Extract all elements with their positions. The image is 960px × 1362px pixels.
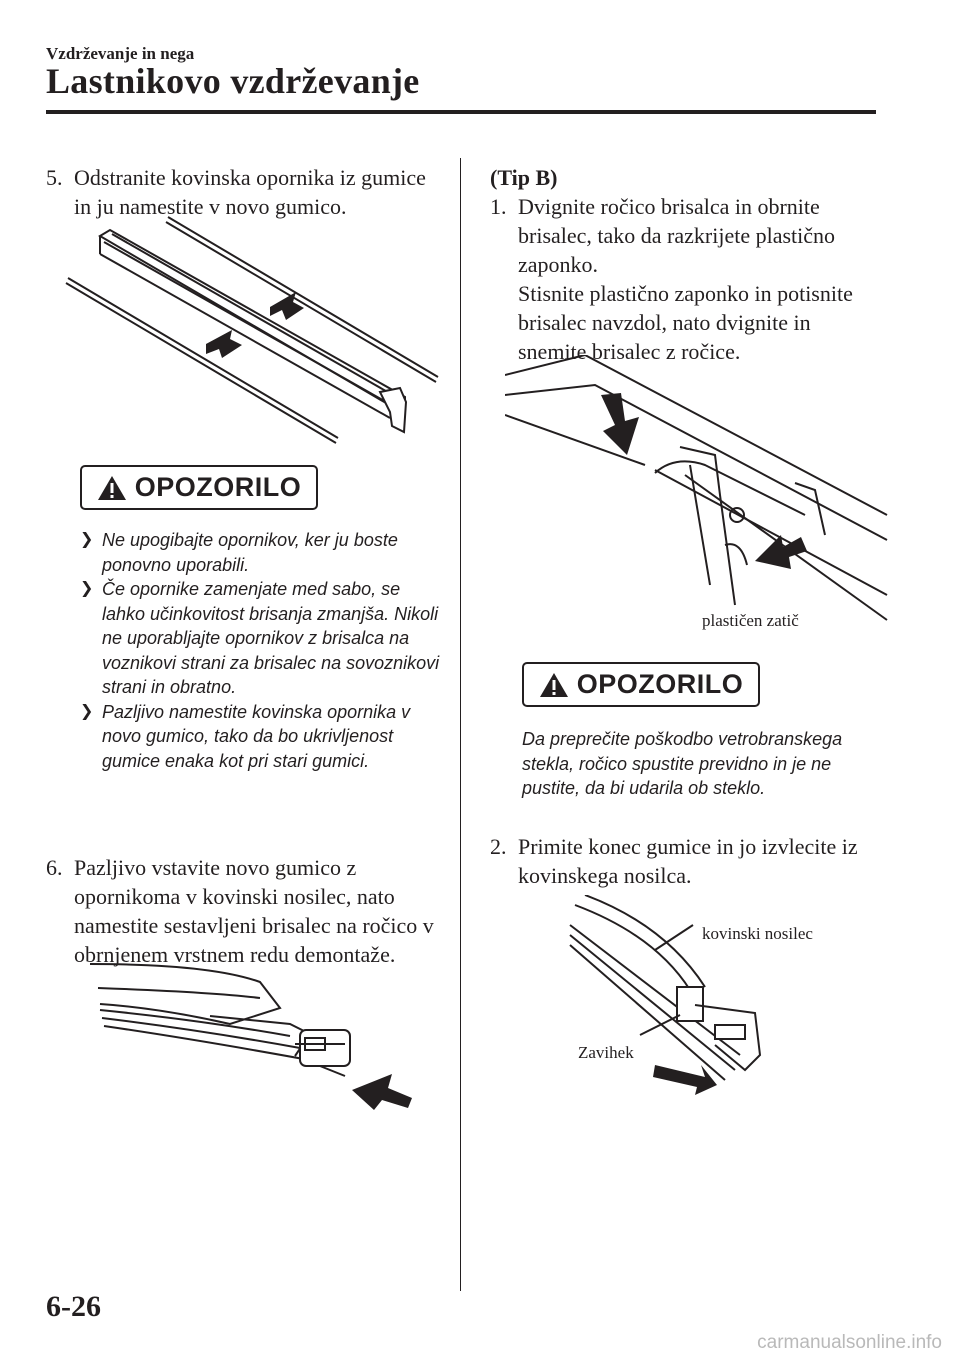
holder-label: kovinski nosilec [702,924,813,943]
figure-strips-illustration [65,216,439,444]
step-text: Primite konec gumice in jo izvlecite iz … [518,834,858,888]
direction-arrow-icon [352,1074,412,1110]
step-text-continued: Stisnite plastično zaponko in potisnite … [518,281,853,364]
step-2: 2. Primite konec gumice in jo izvlecite … [490,832,880,890]
warning-label: OPOZORILO [576,669,744,699]
step-number: 2. [490,834,507,859]
warning-box: OPOZORILO [522,662,760,707]
step-number: 6. [46,855,63,880]
direction-arrow-icon [653,1065,717,1095]
warning-bullets: ❯ Ne upogibajte opornikov, ker ju boste … [80,528,440,773]
figure-pull-illustration [569,895,762,1095]
bullet-text: Pazljivo namestite kovinska opornika v n… [102,701,411,771]
bullet-text: Če opornike zamenjate med sabo, se lahko… [102,579,440,697]
title-rule [46,110,876,114]
warning-triangle-icon [97,475,126,500]
triangle-bullet-icon: ❯ [80,580,94,597]
triangle-bullet-icon: ❯ [80,702,94,720]
step-6: 6. Pazljivo vstavite novo gumico z oporn… [46,853,446,969]
triangle-bullet-icon: ❯ [80,531,94,548]
warning-text: Da preprečite poškodbo vetrobranskega st… [522,729,843,798]
warning-triangle-icon [539,672,568,697]
warning-bullet: ❯ Pazljivo namestite kovinska opornika v… [80,700,440,774]
watermark: carmanualsonline.info [757,1332,942,1353]
section-label: Vzdrževanje in nega [46,44,195,63]
step-number: 1. [490,194,507,219]
warning-label: OPOZORILO [134,472,302,502]
tab-label: Zavihek [578,1043,634,1062]
step-number: 5. [46,165,63,190]
page-number: 6-26 [46,1290,101,1323]
step-text: Pazljivo vstavite novo gumico z oporniko… [74,855,434,967]
tip-b-heading: (Tip B) [490,165,558,190]
step-text: Dvignite ročico brisalca in obrnite bris… [518,194,836,277]
page-title: Lastnikovo vzdrževanje [46,61,420,101]
step-5: 5. Odstranite kovinska opornika iz gumic… [46,163,446,221]
direction-arrow-icon [206,292,304,358]
step-1: 1. Dvignite ročico brisalca in obrnite b… [490,192,880,366]
clip-label: plastičen zatič [702,611,799,630]
step-text: Odstranite kovinska opornika iz gumice i… [74,165,426,219]
bullet-text: Ne upogibajte opornikov, ker ju boste po… [102,530,398,575]
figure-clip-illustration [505,355,888,621]
warning-bullet: ❯ Ne upogibajte opornikov, ker ju boste … [80,528,440,577]
warning-box: OPOZORILO [80,465,318,510]
column-divider [460,158,461,1291]
direction-arrow-icon [601,393,807,569]
warning-bullet: ❯ Če opornike zamenjate med sabo, se lah… [80,577,440,700]
figure-install-illustration [90,963,412,1110]
